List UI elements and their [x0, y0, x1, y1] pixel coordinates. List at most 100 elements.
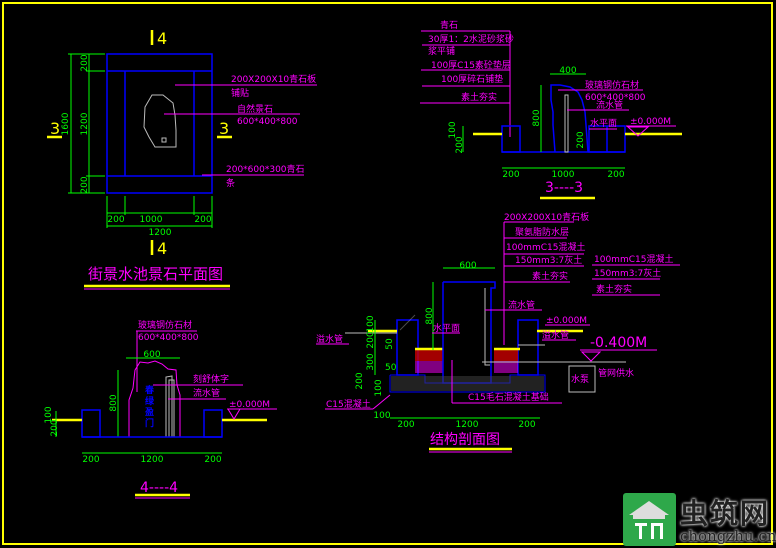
- layer-label-right: 150mm3:7灰土: [594, 267, 661, 279]
- flow-pipe: [564, 94, 569, 153]
- logo-house-icon: [623, 493, 676, 546]
- dim-200: 200: [50, 419, 60, 436]
- section-4-4-title: 4----4: [140, 480, 178, 496]
- label-pipe: 流水管: [193, 387, 220, 399]
- label-pipe: 流水管: [596, 99, 623, 111]
- wall-right: [517, 319, 539, 376]
- dim-200-footing: 200: [355, 372, 365, 389]
- label-pipe: 流水管: [508, 299, 535, 311]
- layer-label: 100厚C15素砼垫层: [431, 59, 511, 71]
- dim-left: 200: [82, 455, 99, 465]
- layer-label: 100mmC15混凝土: [506, 241, 585, 253]
- dim-right: 200: [607, 170, 624, 180]
- layer-label: 30厚1：2水泥砂浆砂: [428, 33, 514, 45]
- label-water-level: 水平面: [590, 117, 617, 129]
- label-slate-board: 200X200X10青石板: [231, 73, 316, 85]
- label-stone-size: 600*400*800: [237, 117, 298, 127]
- plan-view: 1600 200 1200 200 200 1000 200 1200 4 4 …: [47, 29, 317, 290]
- dim-200: 200: [366, 331, 376, 348]
- dim-100: 100: [448, 121, 458, 138]
- logo-text: 虫筑网: [680, 497, 771, 530]
- section-4-4: 玻璃钢仿石材 600*400*800 600 800 春绿盈门 100 200 …: [44, 319, 277, 499]
- label-carving: 刻舒体字: [193, 373, 229, 385]
- dim-left: 200: [502, 170, 519, 180]
- layer-label-right: 100mmC15混凝土: [594, 253, 673, 265]
- label-natural-stone: 自然景石: [237, 103, 273, 115]
- dim-top: 600: [459, 261, 476, 271]
- label-strip-suffix: 条: [226, 177, 235, 189]
- label-elevation: ±0.000M: [630, 117, 671, 127]
- layer-label: 浆平铺: [428, 45, 455, 57]
- section-mark-4-top: 4: [157, 29, 167, 48]
- layer-label: 100厚碎石铺垫: [441, 73, 503, 85]
- structure-section: 200X200X10青石板 聚氨脂防水层 100mmC15混凝土 150mm3:…: [316, 211, 680, 453]
- layer-label-right: 素土夯实: [596, 283, 632, 295]
- wall-left: [81, 409, 101, 438]
- dim-total-width: 1200: [149, 228, 172, 238]
- layer-label: 素土夯实: [532, 270, 568, 282]
- label-stone-size: 600*400*800: [138, 333, 199, 343]
- dim-mid: 1200: [80, 112, 90, 135]
- dim-bottom: 200: [80, 176, 90, 193]
- dim-center: 1000: [140, 215, 163, 225]
- label-slate-strip: 200*600*300青石: [226, 163, 305, 175]
- label-overflow-left: 溢水管: [316, 333, 343, 345]
- natural-stone: [143, 94, 177, 148]
- dim-center: 1000: [552, 170, 575, 180]
- stone-outline: [550, 84, 589, 153]
- label-concrete: C15混凝土: [326, 398, 371, 410]
- pump: [568, 365, 596, 393]
- dim-200: 200: [455, 136, 465, 153]
- dim-center: 1200: [141, 455, 164, 465]
- wall-left: [396, 319, 419, 376]
- label-elevation-minus: -0.400M: [590, 335, 647, 351]
- dim-100: 100: [44, 406, 54, 423]
- flow-pipe: [484, 288, 490, 366]
- layer-label: 200X200X10青石板: [504, 211, 589, 223]
- logo-url: chongzhu.cn: [680, 527, 776, 545]
- dim-top: 600: [143, 350, 160, 360]
- dim-100-bottom: 100: [373, 411, 390, 421]
- dim-top: 400: [559, 66, 576, 76]
- section-mark-3-right: 3: [219, 119, 229, 138]
- dim-top: 200: [80, 54, 90, 71]
- dim-height: 800: [109, 394, 119, 411]
- label-elevation: ±0.000M: [546, 316, 587, 326]
- label-supply: 管网供水: [598, 367, 634, 379]
- wall-right: [203, 409, 223, 438]
- layer-label: 青石: [440, 19, 458, 31]
- dim-300: 300: [366, 353, 376, 370]
- section-mark-4-bottom: 4: [157, 239, 167, 258]
- structure-title: 结构剖面图: [430, 432, 500, 448]
- plan-title: 街景水池景石平面图: [88, 265, 223, 283]
- section-mark-3-left: 3: [50, 119, 60, 138]
- label-foundation: C15毛石混凝土基础: [468, 391, 549, 403]
- label-pump: 水泵: [571, 373, 589, 385]
- dim-50-b: 50: [385, 363, 397, 373]
- dim-right: 200: [204, 455, 221, 465]
- dim-right: 200: [518, 420, 535, 430]
- dim-center: 1200: [456, 420, 479, 430]
- wall-left: [501, 125, 521, 153]
- dim-100-footing: 100: [374, 379, 384, 396]
- dim-right: 200: [194, 215, 211, 225]
- label-paving: 铺贴: [231, 87, 249, 99]
- layer-label: 素土夯实: [461, 91, 497, 103]
- layer-label: 150mm3:7灰土: [515, 254, 582, 266]
- dim-200-inner: 200: [576, 131, 586, 148]
- label-overflow-right: 溢水管: [542, 329, 569, 341]
- dim-height: 800: [425, 307, 435, 324]
- carved-characters: 春绿盈门: [143, 384, 155, 429]
- dim-1600: 1600: [61, 112, 71, 135]
- label-stone: 玻璃钢仿石材: [585, 79, 639, 91]
- dim-left: 200: [397, 420, 414, 430]
- pool-outline: [106, 53, 213, 194]
- label-elevation: ±0.000M: [229, 400, 270, 410]
- label-stone: 玻璃钢仿石材: [138, 319, 192, 331]
- dim-100: 100: [366, 315, 376, 332]
- dim-left: 200: [107, 215, 124, 225]
- label-stone-size: 600*400*800: [585, 93, 646, 103]
